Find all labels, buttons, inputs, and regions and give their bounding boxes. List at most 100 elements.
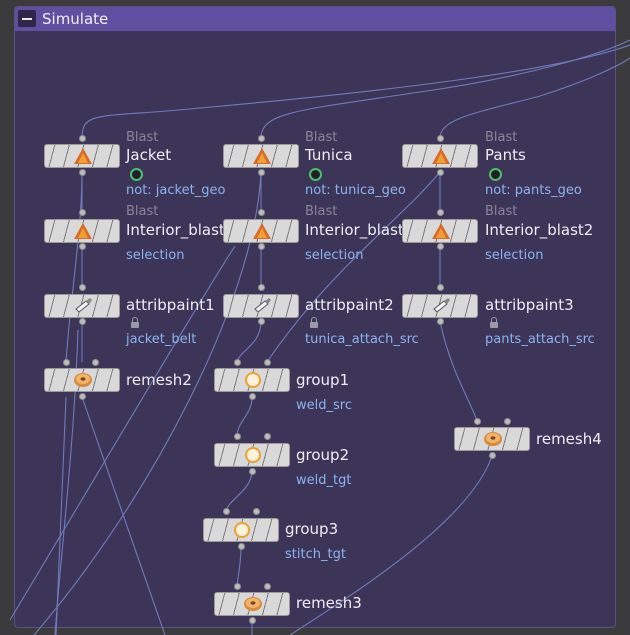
blast-node[interactable] [223,219,299,243]
input-port[interactable] [437,284,444,291]
node-name: Jacket [126,146,172,164]
node-comment: not: pants_geo [485,183,582,198]
node-comment: stitch_tgt [285,547,346,562]
paint-brush-icon [433,298,450,313]
node-type-label: Blast [126,130,159,145]
input-port[interactable] [63,359,70,366]
network-box-title: Simulate [42,10,109,28]
input-port[interactable] [79,135,86,142]
blast-node[interactable] [402,144,478,168]
node-name: group1 [296,371,350,389]
node-name: Tunica [305,146,353,164]
group-node[interactable] [214,368,290,392]
remesh-donut-icon [74,373,92,387]
remesh-node[interactable] [454,427,530,451]
node-name: Interior_blast [305,221,404,239]
remesh-node[interactable] [44,368,120,392]
input-port[interactable] [264,583,271,590]
input-port[interactable] [253,508,260,515]
node-name: remesh3 [296,594,362,612]
node-name: Pants [485,146,526,164]
input-port[interactable] [264,433,271,440]
output-port[interactable] [249,617,256,624]
collapse-button[interactable] [18,10,36,27]
input-port[interactable] [79,284,86,291]
attribpaint-node[interactable] [223,294,299,318]
output-port[interactable] [437,243,444,250]
blast-icon [253,148,271,164]
input-port[interactable] [258,209,265,216]
node-name: Interior_blast2 [485,221,594,239]
group-node[interactable] [214,443,290,467]
blast-icon [253,223,271,239]
output-port[interactable] [79,318,86,325]
node-comment: selection [485,248,544,263]
output-port[interactable] [249,393,256,400]
blast-icon [74,223,92,239]
input-port[interactable] [258,135,265,142]
output-port[interactable] [79,169,86,176]
input-port[interactable] [223,508,230,515]
input-port[interactable] [474,418,481,425]
node-type-label: Blast [485,204,518,219]
output-port[interactable] [79,393,86,400]
attribpaint-node[interactable] [402,294,478,318]
node-name: remesh4 [536,430,602,448]
blast-icon [432,148,450,164]
node-name: Interior_blast [126,221,225,239]
paint-brush-icon [75,298,92,313]
output-port[interactable] [249,468,256,475]
node-comment: tunica_attach_src [305,332,419,347]
node-type-label: Blast [305,204,338,219]
blast-node[interactable] [44,219,120,243]
input-port[interactable] [234,433,241,440]
input-port[interactable] [264,359,271,366]
input-port[interactable] [79,209,86,216]
remesh-node[interactable] [214,592,290,616]
node-type-label: Blast [126,204,159,219]
blast-node[interactable] [44,144,120,168]
input-port[interactable] [437,209,444,216]
node-type-label: Blast [305,130,338,145]
output-port[interactable] [258,169,265,176]
group-icon [245,447,261,463]
node-name: group2 [296,446,350,464]
group-node[interactable] [203,518,279,542]
node-comment: jacket_belt [126,332,197,347]
input-port[interactable] [437,135,444,142]
node-name: attribpaint3 [485,296,574,314]
input-port[interactable] [92,359,99,366]
lock-icon[interactable] [310,317,318,328]
display-flag-icon[interactable] [309,168,322,181]
output-port[interactable] [258,318,265,325]
output-port[interactable] [437,169,444,176]
lock-icon[interactable] [131,317,139,328]
output-port[interactable] [258,243,265,250]
output-port[interactable] [437,318,444,325]
node-comment: pants_attach_src [485,332,595,347]
input-port[interactable] [504,418,511,425]
network-box-header[interactable]: Simulate [15,7,615,31]
group-icon [234,522,250,538]
node-type-label: Blast [485,130,518,145]
input-port[interactable] [234,583,241,590]
input-port[interactable] [234,359,241,366]
lock-icon[interactable] [490,317,498,328]
group-icon [245,372,261,388]
node-comment: selection [126,248,185,263]
output-port[interactable] [79,243,86,250]
display-flag-icon[interactable] [130,168,143,181]
node-comment: weld_src [296,398,352,413]
output-port[interactable] [238,543,245,550]
remesh-donut-icon [244,597,262,611]
node-comment: not: jacket_geo [126,183,226,198]
blast-node[interactable] [223,144,299,168]
paint-brush-icon [254,298,271,313]
input-port[interactable] [258,284,265,291]
display-flag-icon[interactable] [489,168,502,181]
blast-node[interactable] [402,219,478,243]
node-name: group3 [285,520,339,538]
output-port[interactable] [489,452,496,459]
attribpaint-node[interactable] [44,294,120,318]
